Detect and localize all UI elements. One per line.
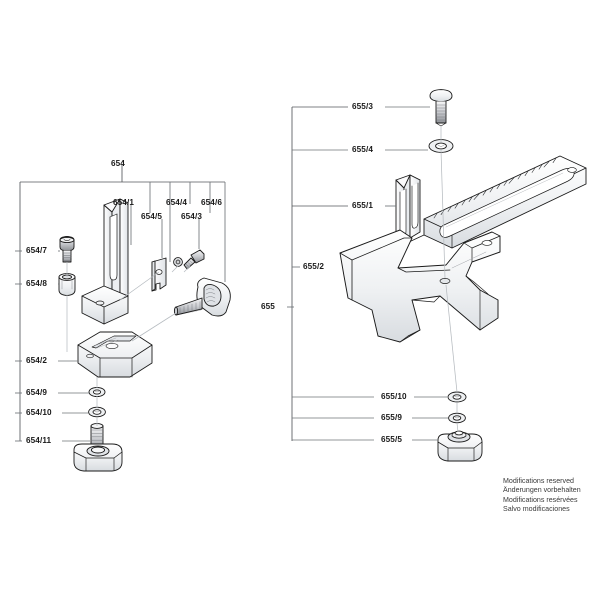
callout-label-654-7: 654/7 xyxy=(26,246,47,255)
part-654-9-washer xyxy=(88,386,106,398)
callout-label-654-10: 654/10 xyxy=(26,408,52,417)
callout-label-655-3: 655/3 xyxy=(352,102,373,111)
callout-label-654-3: 654/3 xyxy=(181,212,202,221)
part-655-1-angle-ruler xyxy=(395,155,587,253)
callout-label-655-2: 655/2 xyxy=(303,262,324,271)
callout-leader-lines xyxy=(15,106,448,442)
part-655-4-washer xyxy=(428,139,454,153)
part-654-3-bolt xyxy=(183,249,205,270)
callout-label-655-10: 655/10 xyxy=(381,392,407,401)
part-654-4-washer xyxy=(173,257,183,267)
part-654-2-base-plate xyxy=(77,331,153,378)
part-654-6-clamp-knob xyxy=(173,277,231,317)
callout-label-654-1: 654/1 xyxy=(113,198,134,207)
callout-label-654-2: 654/2 xyxy=(26,356,47,365)
callout-label-654-11: 654/11 xyxy=(26,436,52,445)
callout-label-654-5: 654/5 xyxy=(141,212,162,221)
part-654-5-clip-plate xyxy=(151,257,167,292)
footer-line-de: Änderungen vorbehalten xyxy=(503,486,581,495)
callout-label-654-6: 654/6 xyxy=(201,198,222,207)
part-654-10-washer xyxy=(88,406,106,418)
callout-label-654-9: 654/9 xyxy=(26,388,47,397)
footer-line-fr: Modifications resérvées xyxy=(503,495,578,504)
part-655-10-washer xyxy=(447,391,467,403)
footer-line-es: Salvo modificaciones xyxy=(503,505,570,514)
callout-label-655-1: 655/1 xyxy=(352,201,373,210)
callout-label-654-4: 654/4 xyxy=(166,198,187,207)
assembly-axis-lines xyxy=(66,126,459,433)
callout-label-655-5: 655/5 xyxy=(381,435,402,444)
part-654-11-foot-knob xyxy=(73,423,123,472)
part-655-9-washer xyxy=(448,412,466,424)
part-655-5-foot-block xyxy=(437,430,483,462)
callout-label-655-4: 655/4 xyxy=(352,145,373,154)
callout-label-654-8: 654/8 xyxy=(26,279,47,288)
callout-label-654: 654 xyxy=(111,159,125,168)
part-655-2-triple-bracket xyxy=(339,229,501,343)
part-654-1-upright-bracket xyxy=(81,198,129,325)
part-654-7-bolt xyxy=(59,236,75,263)
part-655-3-bolt xyxy=(429,89,453,127)
callout-label-655-9: 655/9 xyxy=(381,413,402,422)
footer-disclaimer: Modifications reserved Änderungen vorbeh… xyxy=(503,477,581,515)
footer-line-en: Modifications reserved xyxy=(503,477,574,485)
callout-label-655: 655 xyxy=(261,302,275,311)
